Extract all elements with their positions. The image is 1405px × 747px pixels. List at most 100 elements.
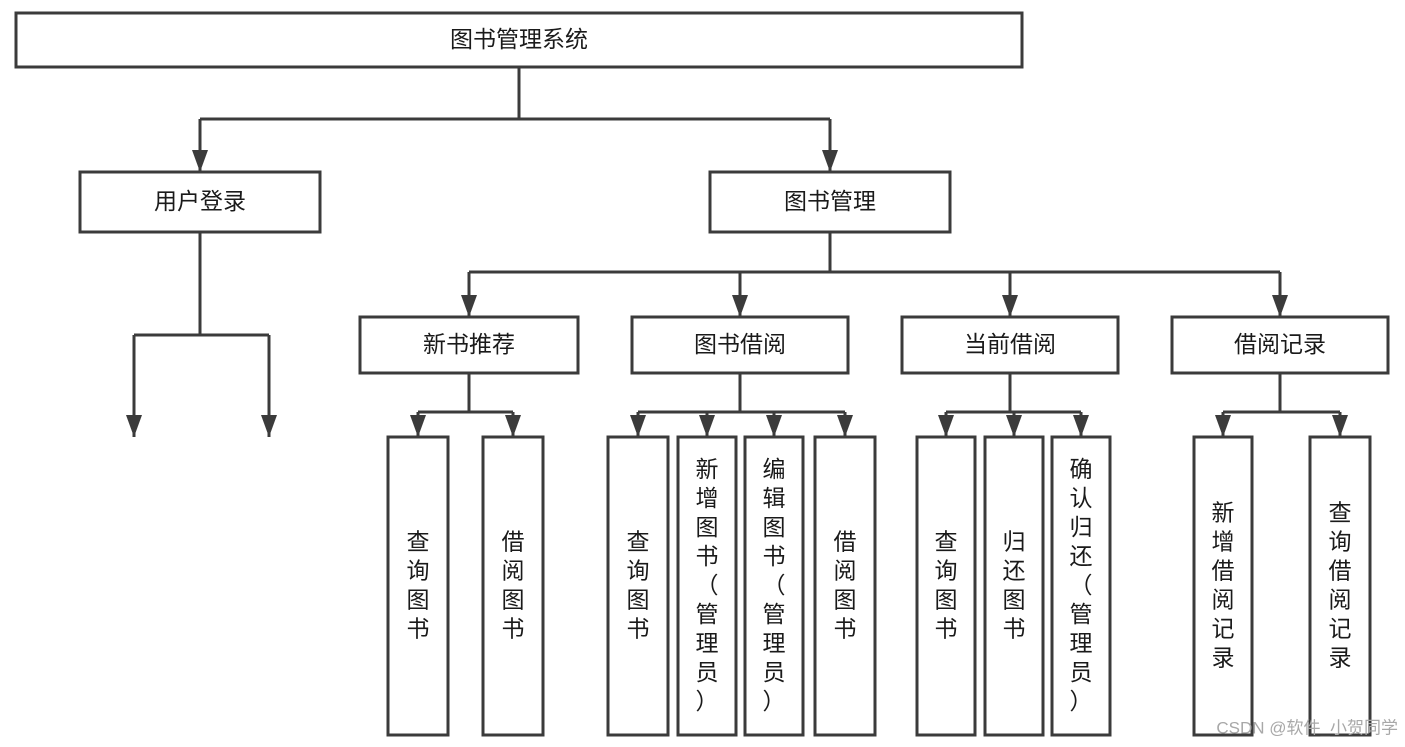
node-label-borrow-book-2-char-3: 书 [834,616,857,642]
node-box-query-book-3 [915,435,977,737]
node-label-query-book-1-char-0: 查 [407,529,430,555]
node-box-add-borrow-record [1192,435,1254,737]
node-label-confirm-return-admin-char-8: ） [1070,688,1093,714]
node-label-edit-book-admin-char-8: ） [763,688,786,714]
node-label-borrow-record: 借阅记录 [1234,331,1326,357]
node-box-borrow-book-1 [481,435,545,737]
node-label-add-borrow-record-char-0: 新 [1212,500,1235,526]
node-box-current-borrow [900,315,1120,375]
node-box-query-book-1 [386,435,450,737]
node-label-query-book-1-char-1: 询 [407,558,430,584]
node-box-book-borrow [630,315,850,375]
node-label-add-borrow-record-char-5: 录 [1212,645,1235,671]
node-label-edit-book-admin-char-4: （ [763,572,786,598]
node-label-new-book-recommend: 新书推荐 [423,331,515,357]
arrow-head-icon [699,415,715,437]
node-label-edit-book-admin-char-0: 编 [763,456,786,482]
node-label-edit-book-admin-char-5: 管 [763,601,786,627]
node-label-confirm-return-admin-char-6: 理 [1070,630,1093,656]
node-label-current-borrow: 当前借阅 [964,331,1056,357]
node-label-add-book-admin-char-2: 图 [696,514,719,540]
node-label-add-book-admin-char-8: ） [696,688,719,714]
node-book-borrow[interactable]: 图书借阅 [630,315,850,375]
node-user-login[interactable]: 用户登录 [78,170,322,234]
node-label-confirm-return-admin-char-3: 还 [1070,543,1093,569]
node-label-borrow-book-2-char-2: 图 [834,587,857,613]
node-label-confirm-return-admin-char-7: 员 [1070,659,1093,685]
arrow-head-icon [938,415,954,437]
arrow-head-icon [1073,415,1089,437]
node-box-new-book-recommend [358,315,580,375]
node-label-query-book-2-char-3: 书 [627,616,650,642]
node-label-add-book-admin-char-0: 新 [696,456,719,482]
node-label-borrow-book-2-char-0: 借 [834,529,857,555]
node-label-query-borrow-record-char-4: 记 [1329,616,1352,642]
arrow-head-icon [410,415,426,437]
node-label-user-login: 用户登录 [154,188,246,214]
arrow-head-icon [1332,415,1348,437]
arrow-head-icon [126,415,142,437]
node-label-add-borrow-record-char-1: 增 [1212,529,1235,555]
arrow-head-icon [192,150,208,172]
node-label-root: 图书管理系统 [450,26,588,52]
node-label-query-book-3-char-1: 询 [935,558,958,584]
node-root[interactable]: 图书管理系统 [14,11,1024,69]
node-label-query-book-2-char-0: 查 [627,529,650,555]
node-label-confirm-return-admin-char-5: 管 [1070,601,1093,627]
node-box-return-book [983,435,1045,737]
node-label-add-book-admin-char-3: 书 [696,543,719,569]
node-box-borrow-record [1170,315,1390,375]
node-label-query-book-3-char-0: 查 [935,529,958,555]
node-label-book-borrow: 图书借阅 [694,331,786,357]
node-current-borrow[interactable]: 当前借阅 [900,315,1120,375]
node-label-query-borrow-record-char-0: 查 [1329,500,1352,526]
node-label-query-book-2-char-2: 图 [627,587,650,613]
node-label-confirm-return-admin-char-2: 归 [1070,514,1093,540]
node-box-confirm-return-admin [1050,435,1112,737]
arrow-head-icon [630,415,646,437]
connectors-layer [126,67,1348,437]
node-box-user-login [78,170,322,234]
node-label-edit-book-admin-char-6: 理 [763,630,786,656]
node-label-add-book-admin-char-4: （ [696,572,719,598]
node-label-add-borrow-record-char-2: 借 [1212,558,1235,584]
node-label-edit-book-admin-char-2: 图 [763,514,786,540]
node-label-add-book-admin-char-6: 理 [696,630,719,656]
node-label-query-borrow-record-char-2: 借 [1329,558,1352,584]
arrow-head-icon [1006,415,1022,437]
node-box-query-book-2 [606,435,670,737]
node-label-borrow-book-1-char-1: 阅 [502,558,525,584]
nodes-layer: 图书管理系统用户登录图书管理新书推荐图书借阅当前借阅借阅记录查询图书借阅图书查询… [14,11,1390,737]
node-label-return-book-char-2: 图 [1003,587,1026,613]
node-label-query-book-1-char-2: 图 [407,587,430,613]
node-borrow-record[interactable]: 借阅记录 [1170,315,1390,375]
node-label-add-book-admin-char-1: 增 [696,485,719,511]
node-box-edit-book-admin [743,435,805,737]
node-book-manage[interactable]: 图书管理 [708,170,952,234]
arrow-head-icon [461,295,477,317]
arrow-head-icon [1215,415,1231,437]
node-new-book-recommend[interactable]: 新书推荐 [358,315,580,375]
arrow-head-icon [732,295,748,317]
node-label-query-book-3-char-2: 图 [935,587,958,613]
node-label-confirm-return-admin-char-0: 确 [1070,456,1093,482]
node-label-add-book-admin-char-5: 管 [696,601,719,627]
arrow-head-icon [505,415,521,437]
arrow-head-icon [1272,295,1288,317]
arrow-head-icon [837,415,853,437]
arrow-head-icon [822,150,838,172]
node-label-query-borrow-record-char-5: 录 [1329,645,1352,671]
